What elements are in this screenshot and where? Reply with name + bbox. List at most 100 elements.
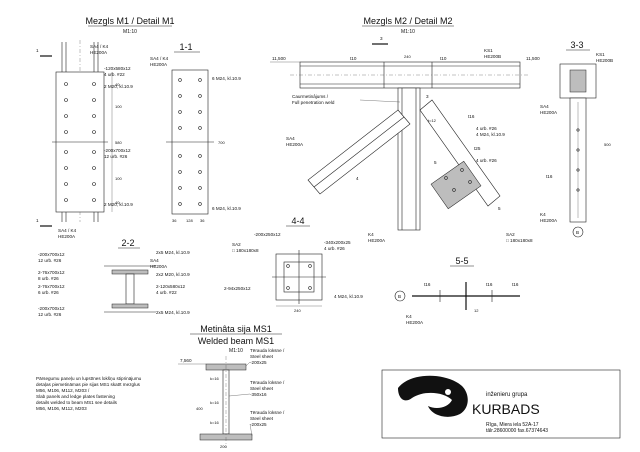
- m2-cut-3-top: 3: [380, 36, 383, 41]
- s33-bolts: [576, 128, 580, 192]
- m2-column-k4: [397, 87, 421, 231]
- ms1-title: Metinâta sija MS1: [200, 324, 272, 334]
- ms1-level: 7,560: [180, 358, 192, 363]
- m1-label-m20b: 2 M20, kl.10.9: [104, 202, 133, 207]
- s33-sa4: SA4: [540, 104, 549, 109]
- s33-dim-500: 500: [604, 142, 611, 147]
- m2-cut-3-bottom: 3: [426, 94, 429, 99]
- s11-dim-128: 128: [186, 218, 193, 223]
- m2-cut-4: 4: [356, 176, 359, 181]
- m2-k4: K4: [368, 232, 374, 237]
- m1-dim-40: 40: [115, 82, 120, 87]
- note-line-3: M56, M106, M112, M203 /: [36, 388, 90, 393]
- s11-title: 1-1: [179, 42, 192, 52]
- s22-urb26b: 12 urb. #26: [38, 312, 62, 317]
- s22-pl76b: 2-76x700x12: [38, 284, 65, 289]
- m1-label-sa4k4: SA4 / K4: [90, 44, 109, 49]
- tb-group: inženieru grupa: [486, 392, 528, 398]
- m2-cut-5b: 5: [498, 206, 501, 211]
- s33-k4: K4: [540, 212, 546, 217]
- s55-t16c: t16: [512, 282, 519, 287]
- m1-section-mark-1: 1: [36, 48, 39, 53]
- logo-eye: [445, 389, 451, 395]
- tb-address: Rīga, Miera iela 52A-17: [486, 422, 539, 428]
- m2-weld-lv: Caurmetinâjums /: [292, 94, 329, 99]
- m1-label-bottom-he: HE200A: [58, 234, 76, 239]
- s33-k4-he: HE200A: [540, 218, 558, 223]
- m2-urb26b: 4 urb. #26: [476, 158, 497, 163]
- ms1-leader-b: [228, 393, 251, 397]
- s44-dim-240: 240: [294, 308, 301, 313]
- m1-title: Mezgls M1 / Detail M1: [85, 16, 174, 26]
- s33-level: 11,500: [526, 56, 540, 61]
- note-line-5: details welded to beam MS1 see details: [36, 400, 118, 405]
- ms1-sheet-c3: -200x25: [250, 422, 267, 427]
- m2-t25: t25: [474, 146, 481, 151]
- s22-pl200: -200x700x12: [38, 252, 65, 257]
- m1-dim-40b: 40: [115, 200, 120, 205]
- ms1-leader-c: [249, 423, 253, 437]
- note-line-1: Pārsegumu paneļu un lupstīnes lokšņu sti…: [36, 376, 142, 381]
- s55-t16b: t16: [486, 282, 493, 287]
- m2-weld-en: Full penetration weld: [292, 100, 335, 105]
- ms1-sheet-a3: -200x25: [250, 360, 267, 365]
- s11-dim-36b: 36: [200, 218, 205, 223]
- ms1-weld-a: k=16: [210, 376, 220, 381]
- m1-dim-100b: 100: [115, 176, 122, 181]
- s44-urb26: 4 urb. #26: [324, 246, 345, 251]
- detail-m1: Mezgls M1 / Detail M1 M1:10 40 100 580 1…: [36, 16, 175, 239]
- s22-urb8: 8 urb. #26: [38, 276, 59, 281]
- section-1-1: 1-1 SA4 / K4 HE200A 6 M24, kl.10.9 6 M24…: [150, 42, 241, 223]
- kurbads-logo: [398, 375, 468, 417]
- m1-label-bottom-sa4: SA4 / K4: [58, 228, 77, 233]
- m2-k4-he: HE200A: [368, 238, 386, 243]
- s44-pl340: -340x200x25: [324, 240, 351, 245]
- m2-m24: 4 M24, kl.10.9: [476, 132, 505, 137]
- s44-pl200: -200x250x12: [254, 232, 281, 237]
- s44-bolts: [286, 264, 312, 290]
- m2-diagonal-left-web: [313, 116, 405, 188]
- title-block-frame: [381, 369, 621, 439]
- general-note: Pārsegumu paneļu un lupstīnes lokšņu sti…: [36, 376, 142, 411]
- m1-label-m20: 2 M20, kl.10.9: [104, 84, 133, 89]
- m2-sa2: SA2: [506, 232, 515, 237]
- section-5-5: 5-5 B t16 t16 t16 K4 HE200A 12: [394, 256, 520, 325]
- s22-he: HE200A: [150, 264, 168, 269]
- ms1-dim-200: 200: [220, 444, 227, 449]
- ms1-subtitle: Welded beam MS1: [198, 336, 274, 346]
- note-line-6: M56, M106, M112, M203: [36, 406, 87, 411]
- s11-dim-700: 700: [218, 140, 225, 145]
- m2-t16: t16: [468, 114, 475, 119]
- s22-urb26: 12 urb. #26: [38, 258, 62, 263]
- s44-pl94: 2-94x250x12: [224, 286, 251, 291]
- s33-node-b: B: [576, 230, 579, 235]
- m2-urb26: 4 urb. #26: [476, 126, 497, 131]
- m2-gusset-plate: [430, 160, 482, 210]
- s55-node-b-circle: [394, 290, 406, 302]
- m2-sa2-pl: □ 180x180x8: [506, 238, 533, 243]
- m1-dim-100: 100: [115, 104, 122, 109]
- m1-label-urb22: 4 urb. #22: [104, 72, 125, 77]
- s11-label-m24b: 6 M24, kl.10.9: [212, 206, 241, 211]
- section-3-3: 3-3 11,500 KS1 HE200B SA4 HE200A t16 500…: [526, 40, 613, 238]
- s22-plate-top: [111, 269, 149, 275]
- m1-scale: M1:10: [123, 29, 137, 35]
- m2-t10b: t10: [440, 56, 447, 61]
- m2-bolts: [444, 168, 472, 192]
- s22-pl200b: -200x700x12: [38, 306, 65, 311]
- ms1-dim-400: 400: [196, 406, 203, 411]
- m1-section-mark-1b: 1: [36, 218, 39, 223]
- s22-sa4: SA4: [150, 258, 159, 263]
- section-4-4: 4-4 -200x250x12 SA2 □ 180x180x8 -340x200…: [224, 216, 363, 313]
- m1-bolts: [64, 82, 96, 202]
- welded-beam-ms1: Metinâta sija MS1 Welded beam MS1 M1:10 …: [178, 324, 285, 449]
- s11-bolts: [178, 78, 202, 206]
- s22-plate-bottom: [111, 303, 149, 309]
- tb-brand: KURBADS: [472, 401, 540, 417]
- s55-dim-12: 12: [474, 308, 479, 313]
- m1-label-urb26: 12 urb. #26: [104, 154, 128, 159]
- s22-pl120: 2-120x580x12: [156, 284, 186, 289]
- s22-m20: 2x2 M20, kl.10.9: [156, 272, 190, 277]
- s33-he200b: HE200B: [596, 58, 613, 63]
- ms1-scale: M1:10: [229, 348, 243, 354]
